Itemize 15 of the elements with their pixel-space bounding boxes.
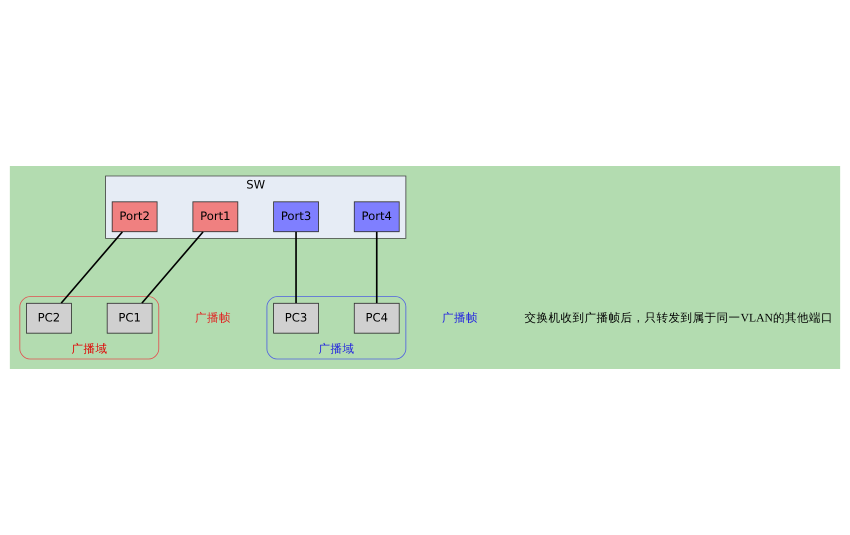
- node-box: PC3: [273, 302, 319, 334]
- connector: [295, 232, 297, 304]
- node-box: PC2: [26, 302, 72, 334]
- node-box: Port2: [112, 201, 158, 232]
- node-box: PC1: [106, 302, 153, 334]
- connector: [376, 232, 378, 304]
- label: 广播帧: [194, 311, 231, 324]
- node-box: Port3: [273, 201, 319, 232]
- node-box: Port4: [354, 201, 400, 232]
- label: 交换机收到广播帧后，只转发到属于同一VLAN的其他端口: [524, 311, 833, 324]
- label: 广播帧: [442, 311, 478, 324]
- node-box: Port1: [192, 201, 238, 232]
- connector: [141, 231, 204, 304]
- node-box: PC4: [354, 302, 400, 334]
- connector: [60, 231, 123, 304]
